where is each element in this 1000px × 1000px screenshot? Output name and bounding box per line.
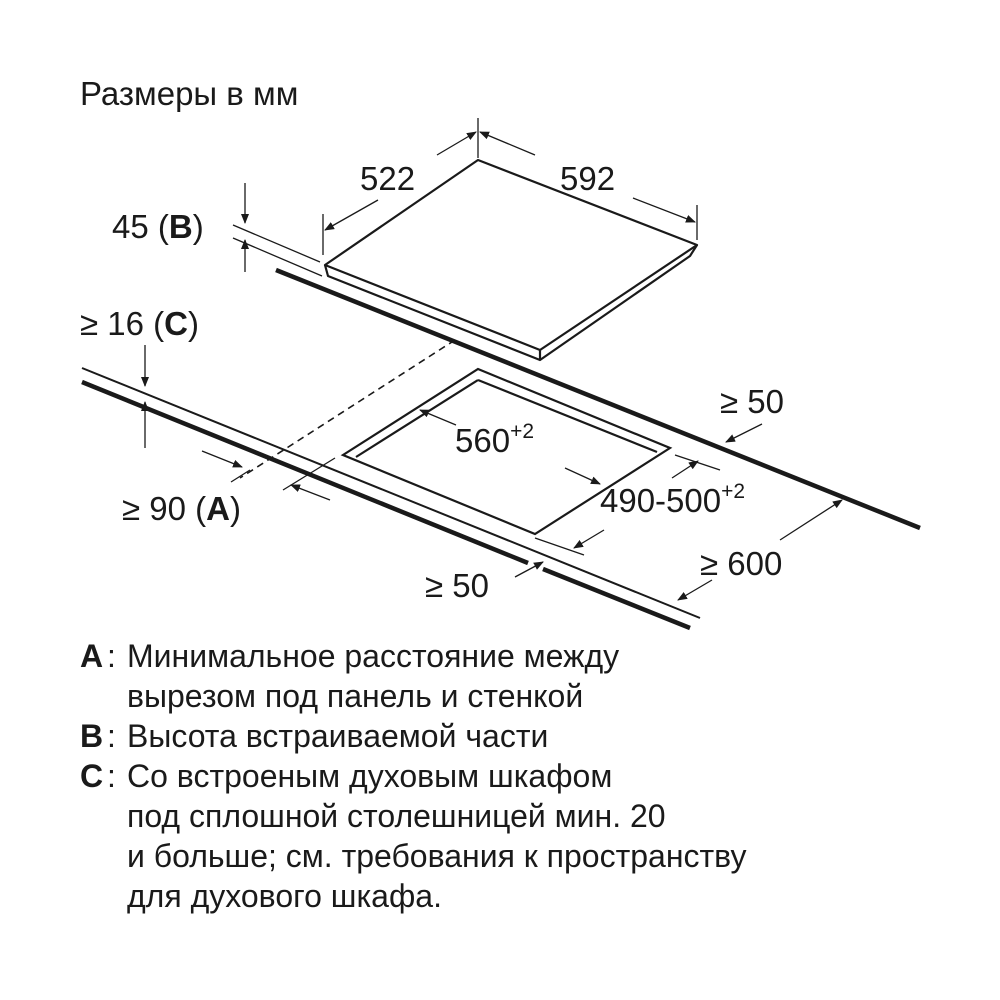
dim-cutout-width: 560+2 [455,420,534,459]
legend-text: вырезом под панель и стенкой [127,678,584,714]
legend-key: B [80,718,104,754]
legend-key: C [80,758,104,794]
legend-text: под сплошной столешницей мин. 20 [127,798,666,834]
legend-text: Минимальное расстояние между [127,638,620,674]
legend-text: и больше; см. требования к пространству [127,838,747,874]
legend-item-c: C: Со встроеным духовым шкафом под сплош… [80,756,746,916]
legend-text: Высота встраиваемой части [127,718,549,754]
legend-text: для духового шкафа. [127,878,442,914]
dimension-lines [141,118,843,601]
legend-colon: : [107,638,116,674]
dim-min-clearance: ≥ 16 (C) [80,305,199,342]
worktop-front-edge-top [81,367,701,619]
dim-worktop-depth: ≥ 600 [700,545,782,582]
worktop [81,267,921,631]
dim-wall-gap: ≥ 90 (A) [122,490,241,527]
centerline-dashed [239,339,456,479]
legend-colon: : [107,718,116,754]
dim-hob-width: 592 [560,160,615,197]
hob [323,158,699,362]
dim-front-gap: ≥ 50 [425,567,489,604]
legend-item-a: A: Минимальное расстояние между вырезом … [80,636,746,716]
dim-cutout-depth: 490-500+2 [600,480,745,519]
diagram-title: Размеры в мм [80,75,298,112]
dim-height: 45 (B) [112,208,204,245]
legend: A: Минимальное расстояние между вырезом … [80,636,746,916]
legend-colon: : [107,758,116,794]
cutout [340,367,673,536]
dim-hob-depth: 522 [360,160,415,197]
dim-rear-gap: ≥ 50 [720,383,784,420]
worktop-front-edge [81,379,529,566]
legend-text: Со встроеным духовым шкафом [127,758,613,794]
legend-key: A [80,638,104,674]
worktop-back-edge [275,267,921,531]
legend-item-b: B: Высота встраиваемой части [80,716,746,756]
